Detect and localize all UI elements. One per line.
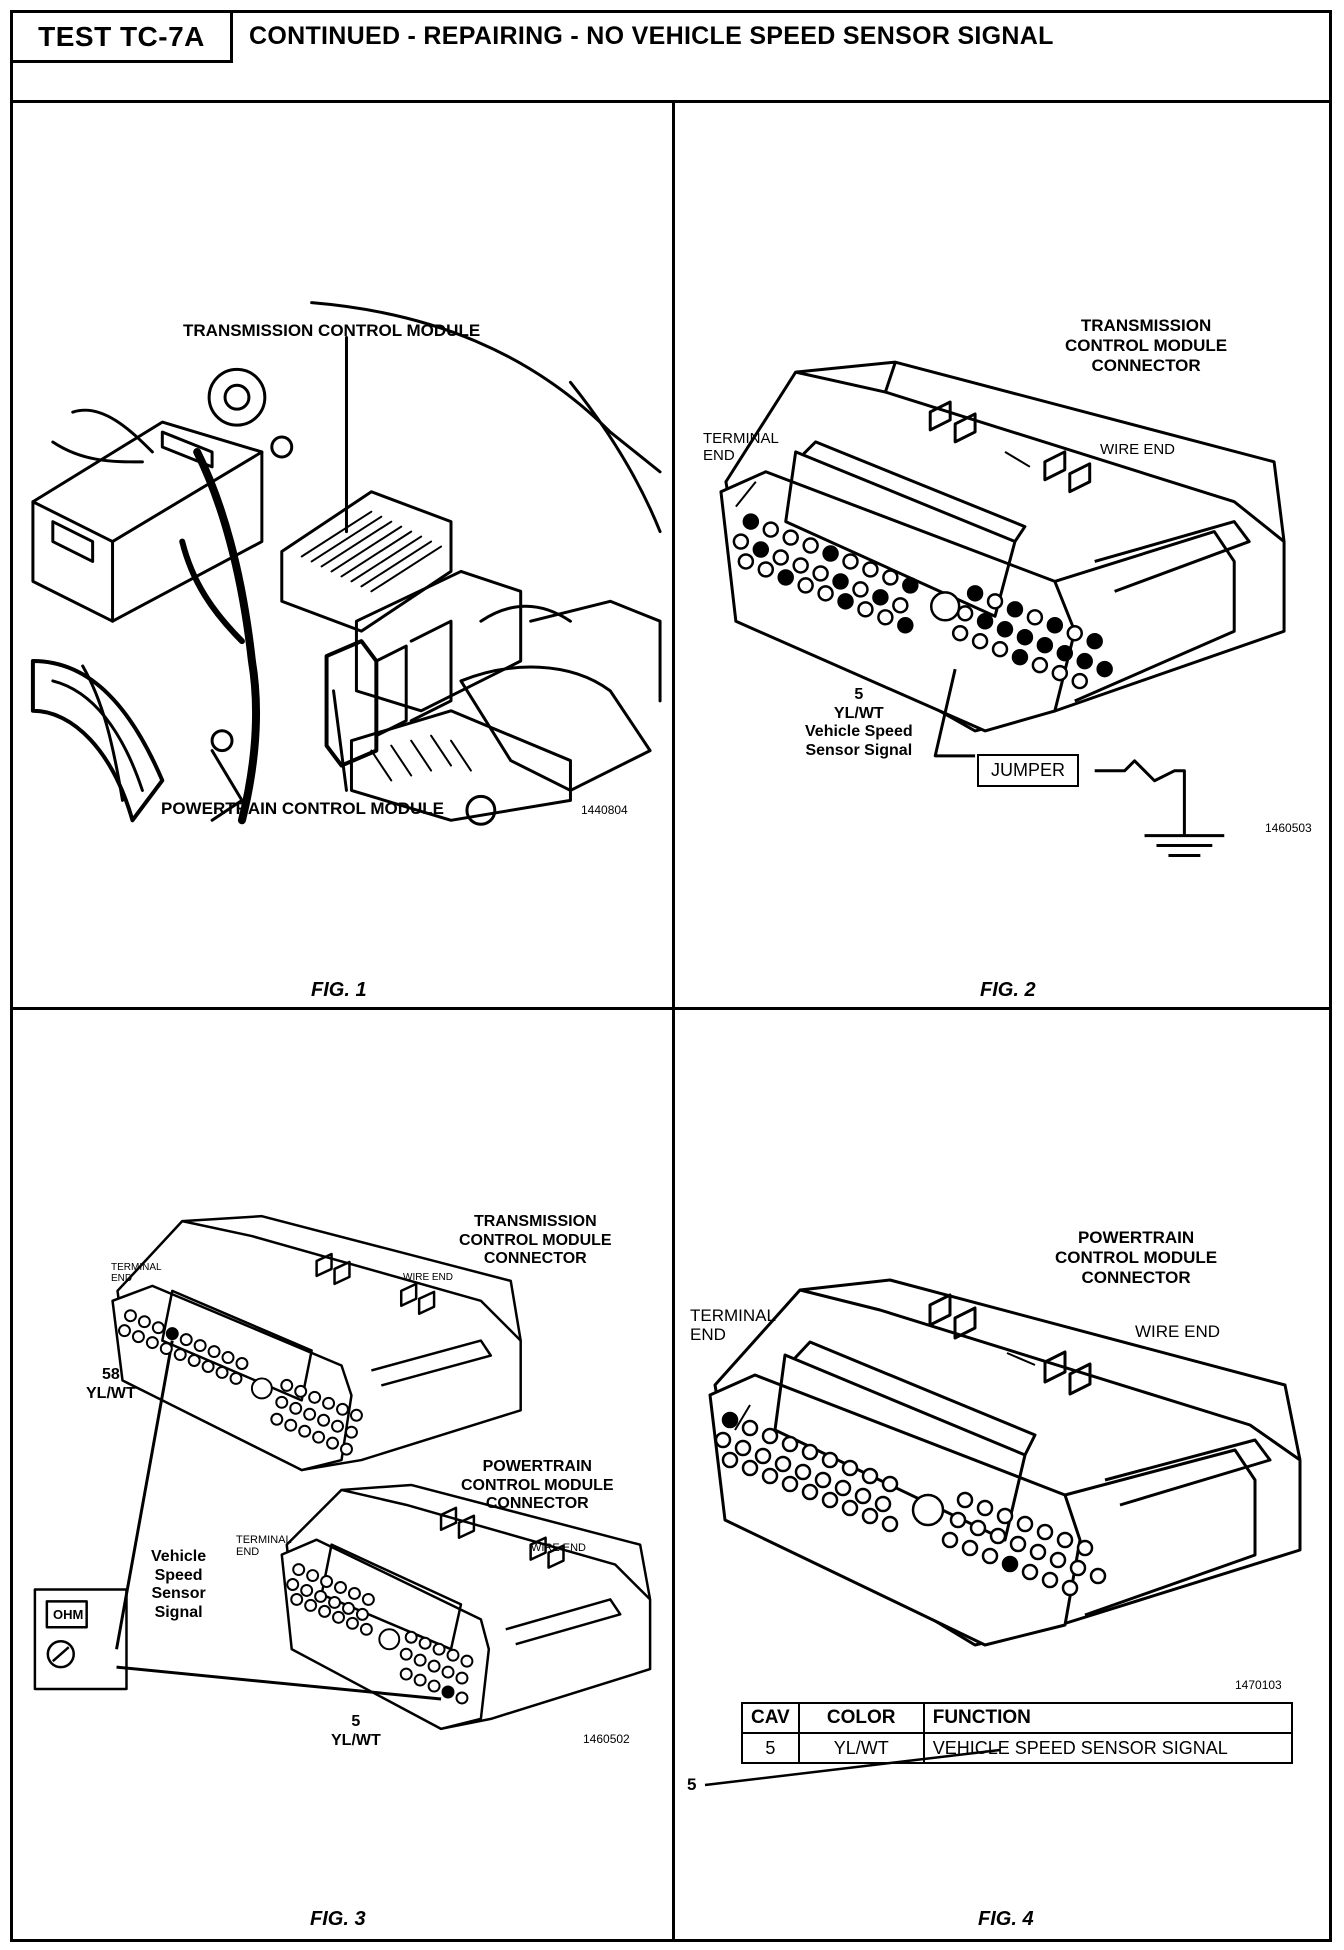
page-title: CONTINUED - REPAIRING - NO VEHICLE SPEED… bbox=[249, 22, 1054, 50]
color-cell: YL/WT bbox=[797, 1732, 925, 1764]
fig4-connector-title: POWERTRAIN CONTROL MODULE CONNECTOR bbox=[1055, 1228, 1218, 1287]
fig4-caption: FIG. 4 bbox=[978, 1908, 1034, 1930]
fig4-panel: POWERTRAIN CONTROL MODULE CONNECTOR TERM… bbox=[675, 1010, 1329, 1939]
fig2-terminal-end-label: TERMINAL END bbox=[703, 430, 779, 464]
fig3-pcm-connector-title: POWERTRAIN CONTROL MODULE CONNECTOR bbox=[461, 1458, 614, 1513]
cavity-header-function: FUNCTION bbox=[922, 1702, 1293, 1734]
fig2-panel: TRANSMISSION CONTROL MODULE CONNECTOR TE… bbox=[675, 103, 1329, 1010]
fig3-pcm-pin-label: 5 YL/WT bbox=[331, 1713, 381, 1749]
fig4-pin-label: 5 bbox=[687, 1775, 697, 1794]
fig3-panel: TRANSMISSION CONTROL MODULE CONNECTOR PO… bbox=[13, 1010, 675, 1939]
fig3-signal-label: Vehicle Speed Sensor Signal bbox=[151, 1548, 207, 1622]
page-header: TEST TC-7A CONTINUED - REPAIRING - NO VE… bbox=[13, 13, 1329, 103]
tcm-connector-illustration bbox=[719, 360, 1286, 857]
pcm-connector-illustration bbox=[704, 1278, 1302, 1787]
fig3-pcm-terminal-end-label: TERMINAL END bbox=[236, 1534, 292, 1559]
fig3-tcm-terminal-end-label: TERMINAL END bbox=[111, 1262, 162, 1284]
fig3-tcm-pin-label: 58 YL/WT bbox=[86, 1366, 136, 1402]
cavity-cell: 5 bbox=[741, 1732, 800, 1764]
fig4-code: 1470103 bbox=[1235, 1678, 1282, 1692]
pcm-label: POWERTRAIN CONTROL MODULE bbox=[161, 799, 445, 818]
fig2-pin-label: 5 YL/WT Vehicle Speed Sensor Signal bbox=[805, 686, 913, 760]
fig4-terminal-end-label: TERMINAL END bbox=[690, 1306, 776, 1344]
fig1-code: 1440804 bbox=[581, 803, 628, 817]
ohmmeter-test-illustration bbox=[33, 1214, 652, 1731]
tcm-label: TRANSMISSION CONTROL MODULE bbox=[183, 321, 481, 340]
jumper-box: JUMPER bbox=[977, 754, 1080, 787]
test-id-box: TEST TC-7A bbox=[13, 13, 233, 63]
fig2-connector-title: TRANSMISSION CONTROL MODULE CONNECTOR bbox=[1065, 316, 1228, 375]
cavity-table-header-row: CAV COLOR FUNCTION bbox=[741, 1702, 1293, 1734]
cavity-header-cav: CAV bbox=[741, 1702, 800, 1734]
fig3-pcm-wire-end-label: WIRE END bbox=[531, 1542, 586, 1554]
meter-display: OHM bbox=[53, 1607, 84, 1622]
test-id: TEST TC-7A bbox=[38, 20, 205, 52]
fig2-wire-end-label: WIRE END bbox=[1100, 441, 1175, 458]
table-row: 5 YL/WT VEHICLE SPEED SENSOR SIGNAL bbox=[741, 1732, 1293, 1764]
diagnostic-page: TEST TC-7A CONTINUED - REPAIRING - NO VE… bbox=[10, 10, 1332, 1942]
cavity-table: CAV COLOR FUNCTION 5 YL/WT VEHICLE SPEED… bbox=[741, 1702, 1293, 1764]
cavity-header-color: COLOR bbox=[797, 1702, 925, 1734]
function-cell: VEHICLE SPEED SENSOR SIGNAL bbox=[922, 1732, 1293, 1764]
fig3-caption: FIG. 3 bbox=[310, 1908, 366, 1930]
fig4-wire-end-label: WIRE END bbox=[1135, 1322, 1220, 1341]
engine-compartment-illustration bbox=[30, 301, 662, 826]
fig2-caption: FIG. 2 bbox=[980, 979, 1036, 1001]
fig2-code: 1460503 bbox=[1265, 821, 1312, 835]
fig1-caption: FIG. 1 bbox=[311, 979, 367, 1001]
fig1-panel: TRANSMISSION CONTROL MODULE POWERTRAIN C… bbox=[13, 103, 675, 1010]
fig3-code: 1460502 bbox=[583, 1732, 630, 1746]
fig3-tcm-wire-end-label: WIRE END bbox=[403, 1272, 453, 1283]
fig3-tcm-connector-title: TRANSMISSION CONTROL MODULE CONNECTOR bbox=[459, 1213, 612, 1268]
